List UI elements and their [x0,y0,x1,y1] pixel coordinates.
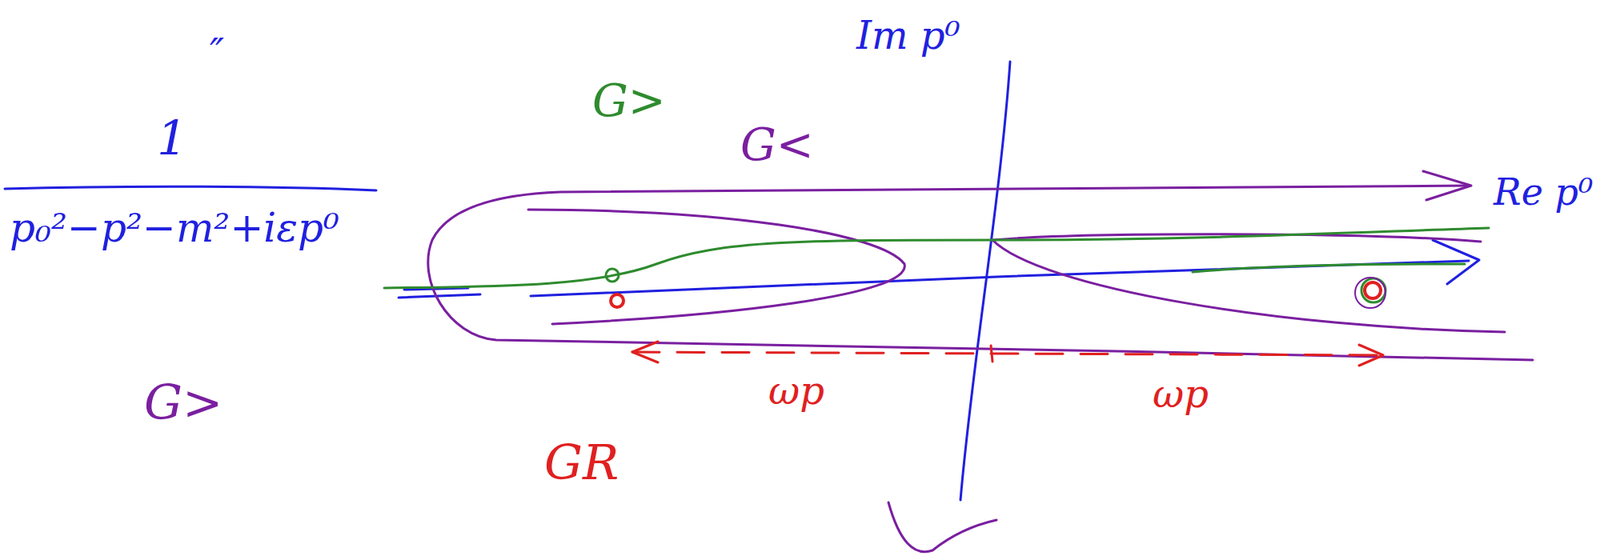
fraction-bar [4,186,377,191]
ditto-mark: ″ [209,32,225,75]
dimension-arrowheads [632,341,1384,366]
g-less-loop [528,209,905,325]
function-label: G> [592,76,666,126]
dimension-line [632,352,1384,356]
g-greater-contour [384,228,1489,289]
contour-end [888,502,997,553]
numerator: 1 [156,112,188,165]
dimension-label: ωp [768,369,825,413]
pole-marker [605,268,619,282]
contour-arrowhead [1423,171,1472,201]
real-axis [530,260,1469,297]
imaginary-axis [960,61,1011,501]
dimension-label: ωp [1152,372,1209,416]
pole-marker [1355,277,1386,309]
axis-arrowhead [1432,240,1480,285]
g-greater-contour [1192,264,1465,273]
denominator: p₀²−p²−m²+iεp⁰ [9,206,340,251]
function-label: G< [740,120,815,170]
axis-dashes [398,288,481,298]
function-label: G> [144,376,223,430]
g-less-contour [428,185,1533,361]
pole-marker [610,294,624,308]
axis-label: Im p⁰ [856,14,961,57]
axis-label: Re p⁰ [1493,172,1593,213]
pole-marker [1364,282,1381,299]
g-less-loop [992,234,1505,333]
function-label: GR [544,436,619,490]
